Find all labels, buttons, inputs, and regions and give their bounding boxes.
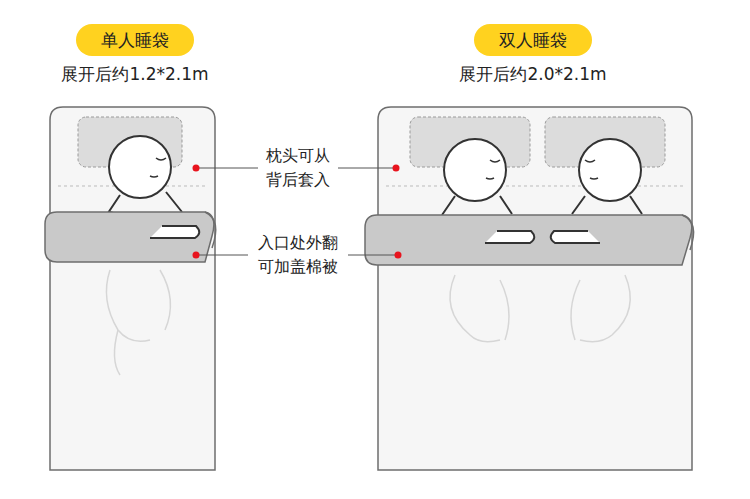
title-badge: 双人睡袋 bbox=[474, 24, 592, 56]
title-badge: 单人睡袋 bbox=[76, 24, 194, 56]
size-note: 展开后约2.0*2.1m bbox=[459, 62, 606, 86]
size-note: 展开后约1.2*2.1m bbox=[61, 62, 208, 86]
badge-text: 双人睡袋 bbox=[499, 30, 567, 50]
callout-text: 入口处外翻 可加盖棉被 bbox=[253, 231, 343, 279]
badge-text: 单人睡袋 bbox=[101, 30, 169, 50]
callout-text: 枕头可从 背后套入 bbox=[261, 144, 335, 192]
